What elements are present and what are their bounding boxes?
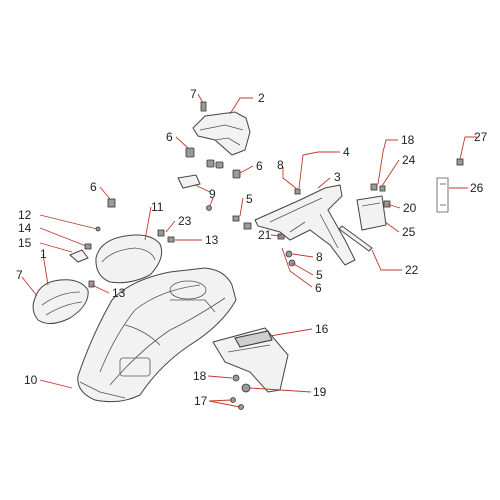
part-6-clip-top xyxy=(185,147,241,179)
callout-9: 9 xyxy=(209,187,216,201)
part-26-27-reflector xyxy=(436,158,464,213)
part-9-holder xyxy=(177,174,212,211)
callout-19: 19 xyxy=(313,385,327,399)
part-22-strip xyxy=(338,225,373,252)
part-3-rear-bracket xyxy=(254,184,356,266)
callout-21: 21 xyxy=(258,228,272,242)
part-10-bucket xyxy=(77,267,237,403)
callout-3: 3 xyxy=(334,170,341,184)
callout-13: 13 xyxy=(112,286,126,300)
callout-20: 20 xyxy=(403,201,417,215)
callout-2: 2 xyxy=(258,91,265,105)
callout-12: 12 xyxy=(18,208,32,222)
part-12-14-15 xyxy=(69,226,101,263)
part-2-rear-cover xyxy=(192,111,251,156)
callout-6: 6 xyxy=(90,180,97,194)
callout-8: 8 xyxy=(277,158,284,172)
callout-18: 18 xyxy=(193,369,207,383)
part-1-front-piece xyxy=(32,279,89,324)
part-16-cover xyxy=(212,327,289,393)
callout-23: 23 xyxy=(178,214,192,228)
callout-27: 27 xyxy=(474,130,488,144)
part-6-clip-left xyxy=(107,198,116,208)
callout-26: 26 xyxy=(470,181,484,195)
callout-25: 25 xyxy=(402,225,416,239)
part-23-13-fasteners xyxy=(88,229,175,288)
callout-5: 5 xyxy=(316,268,323,282)
part-25-plate-holder xyxy=(356,195,387,231)
callout-15: 15 xyxy=(18,236,32,250)
callout-7: 7 xyxy=(16,268,23,282)
callout-16: 16 xyxy=(315,322,329,336)
callout-11: 11 xyxy=(151,200,164,214)
part-11-tray xyxy=(95,234,163,284)
callout-22: 22 xyxy=(405,263,419,277)
leader-lines xyxy=(21,93,477,408)
callout-1: 1 xyxy=(40,247,47,261)
part-17-18-19-fasteners xyxy=(230,374,251,410)
callout-8: 8 xyxy=(316,250,323,264)
callout-4: 4 xyxy=(343,145,350,159)
part-5-8-21-fasteners xyxy=(232,188,301,267)
callout-labels: 7 2 6 6 6 8 4 3 9 5 11 23 13 21 12 14 15… xyxy=(16,87,488,408)
callout-13: 13 xyxy=(205,233,219,247)
callout-6: 6 xyxy=(315,281,322,295)
callout-7: 7 xyxy=(190,87,197,101)
callout-6: 6 xyxy=(256,159,263,173)
callout-17: 17 xyxy=(194,394,208,408)
callout-10: 10 xyxy=(24,373,38,387)
callout-18: 18 xyxy=(401,133,415,147)
callout-24: 24 xyxy=(402,153,416,167)
callout-5: 5 xyxy=(246,192,253,206)
part-7-screw-top xyxy=(200,101,207,112)
callout-6: 6 xyxy=(166,130,173,144)
callout-14: 14 xyxy=(18,221,32,235)
